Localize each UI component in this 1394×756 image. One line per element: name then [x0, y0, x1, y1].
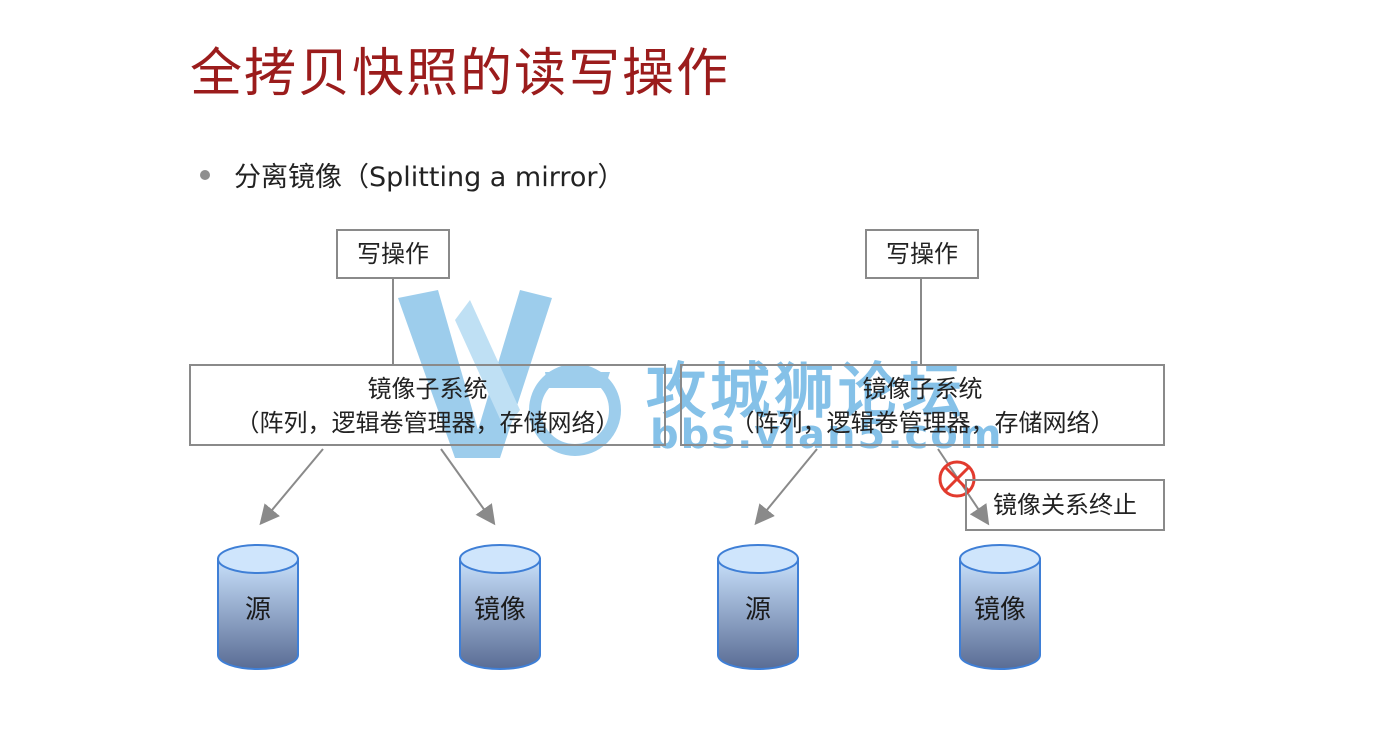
- subsystem-title: 镜像子系统: [367, 375, 488, 403]
- subsystem-detail: （阵列，逻辑卷管理器，存储网络）: [730, 409, 1115, 437]
- disk-mirror-left: 镜像: [458, 543, 542, 671]
- slide-title: 全拷贝快照的读写操作: [190, 44, 731, 104]
- database-icon: [217, 544, 299, 670]
- bullet-dot-icon: [200, 169, 210, 180]
- write-op-box-right: 写操作: [865, 229, 979, 279]
- database-icon: [459, 544, 541, 670]
- watermark-url: bbs.vlan5.com: [650, 412, 1004, 458]
- arrow-left-mirror: [440, 448, 496, 526]
- disk-label: 镜像: [973, 595, 1026, 625]
- disk-source-right: 源: [716, 543, 800, 671]
- arrow-right-source: [754, 448, 818, 526]
- subsystem-detail: （阵列，逻辑卷管理器，存储网络）: [235, 409, 620, 437]
- mirror-subsystem-box-right: 镜像子系统 （阵列，逻辑卷管理器，存储网络）: [680, 364, 1165, 446]
- disk-source-left: 源: [216, 543, 300, 671]
- watermark-text: 攻城狮论坛: [646, 357, 966, 427]
- disk-label: 源: [244, 595, 271, 625]
- mirror-subsystem-box-left: 镜像子系统 （阵列，逻辑卷管理器，存储网络）: [189, 364, 666, 446]
- arrow-left-source: [259, 448, 324, 526]
- disk-label: 源: [744, 595, 771, 625]
- bullet-text: 分离镜像（Splitting a mirror）: [234, 162, 625, 193]
- subsystem-title: 镜像子系统: [862, 375, 983, 403]
- mirror-terminated-box: 镜像关系终止: [965, 479, 1165, 531]
- bullet-item: 分离镜像（Splitting a mirror）: [200, 155, 624, 194]
- disk-label: 镜像: [473, 595, 526, 625]
- write-op-box-left: 写操作: [336, 229, 450, 279]
- database-icon: [717, 544, 799, 670]
- disk-mirror-right: 镜像: [958, 543, 1042, 671]
- database-icon: [959, 544, 1041, 670]
